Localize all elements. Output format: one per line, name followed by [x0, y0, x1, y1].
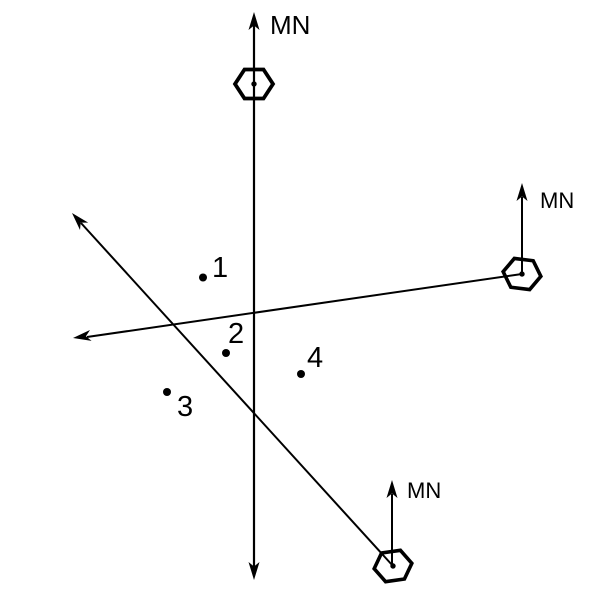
north-arrowhead-icon — [248, 12, 260, 30]
south-arrowhead-icon — [248, 562, 260, 580]
point-label-3: 3 — [177, 391, 193, 423]
station-center-dot — [251, 81, 257, 87]
station-hexagon-top — [232, 67, 276, 101]
east-bearing-arrowhead-icon — [73, 330, 92, 341]
east-mn-arrowhead-icon — [516, 183, 528, 201]
southeast-mn-arrowhead-icon — [386, 480, 398, 498]
southeast-bearing-line — [80, 222, 394, 567]
mn-label-right: MN — [540, 188, 574, 213]
mn-label-top: MN — [270, 10, 310, 40]
point-dot-3 — [163, 388, 171, 396]
station-hexagon-right — [501, 256, 543, 292]
hexagon-nut-icon — [232, 67, 276, 101]
station-center-dot — [519, 271, 525, 277]
southeast-bearing-arrowhead-icon — [72, 213, 89, 230]
east-bearing-line — [86, 273, 523, 338]
point-dot-1 — [199, 273, 207, 282]
point-dot-2 — [222, 349, 230, 357]
hexagon-nut-icon — [501, 256, 543, 292]
point-label-1: 1 — [212, 252, 228, 284]
hexagon-nut-icon — [372, 548, 414, 584]
station-hexagon-bottom — [372, 548, 414, 584]
station-center-dot — [390, 563, 396, 569]
point-label-2: 2 — [228, 318, 244, 350]
mn-label-bottom: MN — [407, 478, 441, 503]
point-label-4: 4 — [307, 342, 323, 374]
point-dot-4 — [297, 370, 305, 378]
